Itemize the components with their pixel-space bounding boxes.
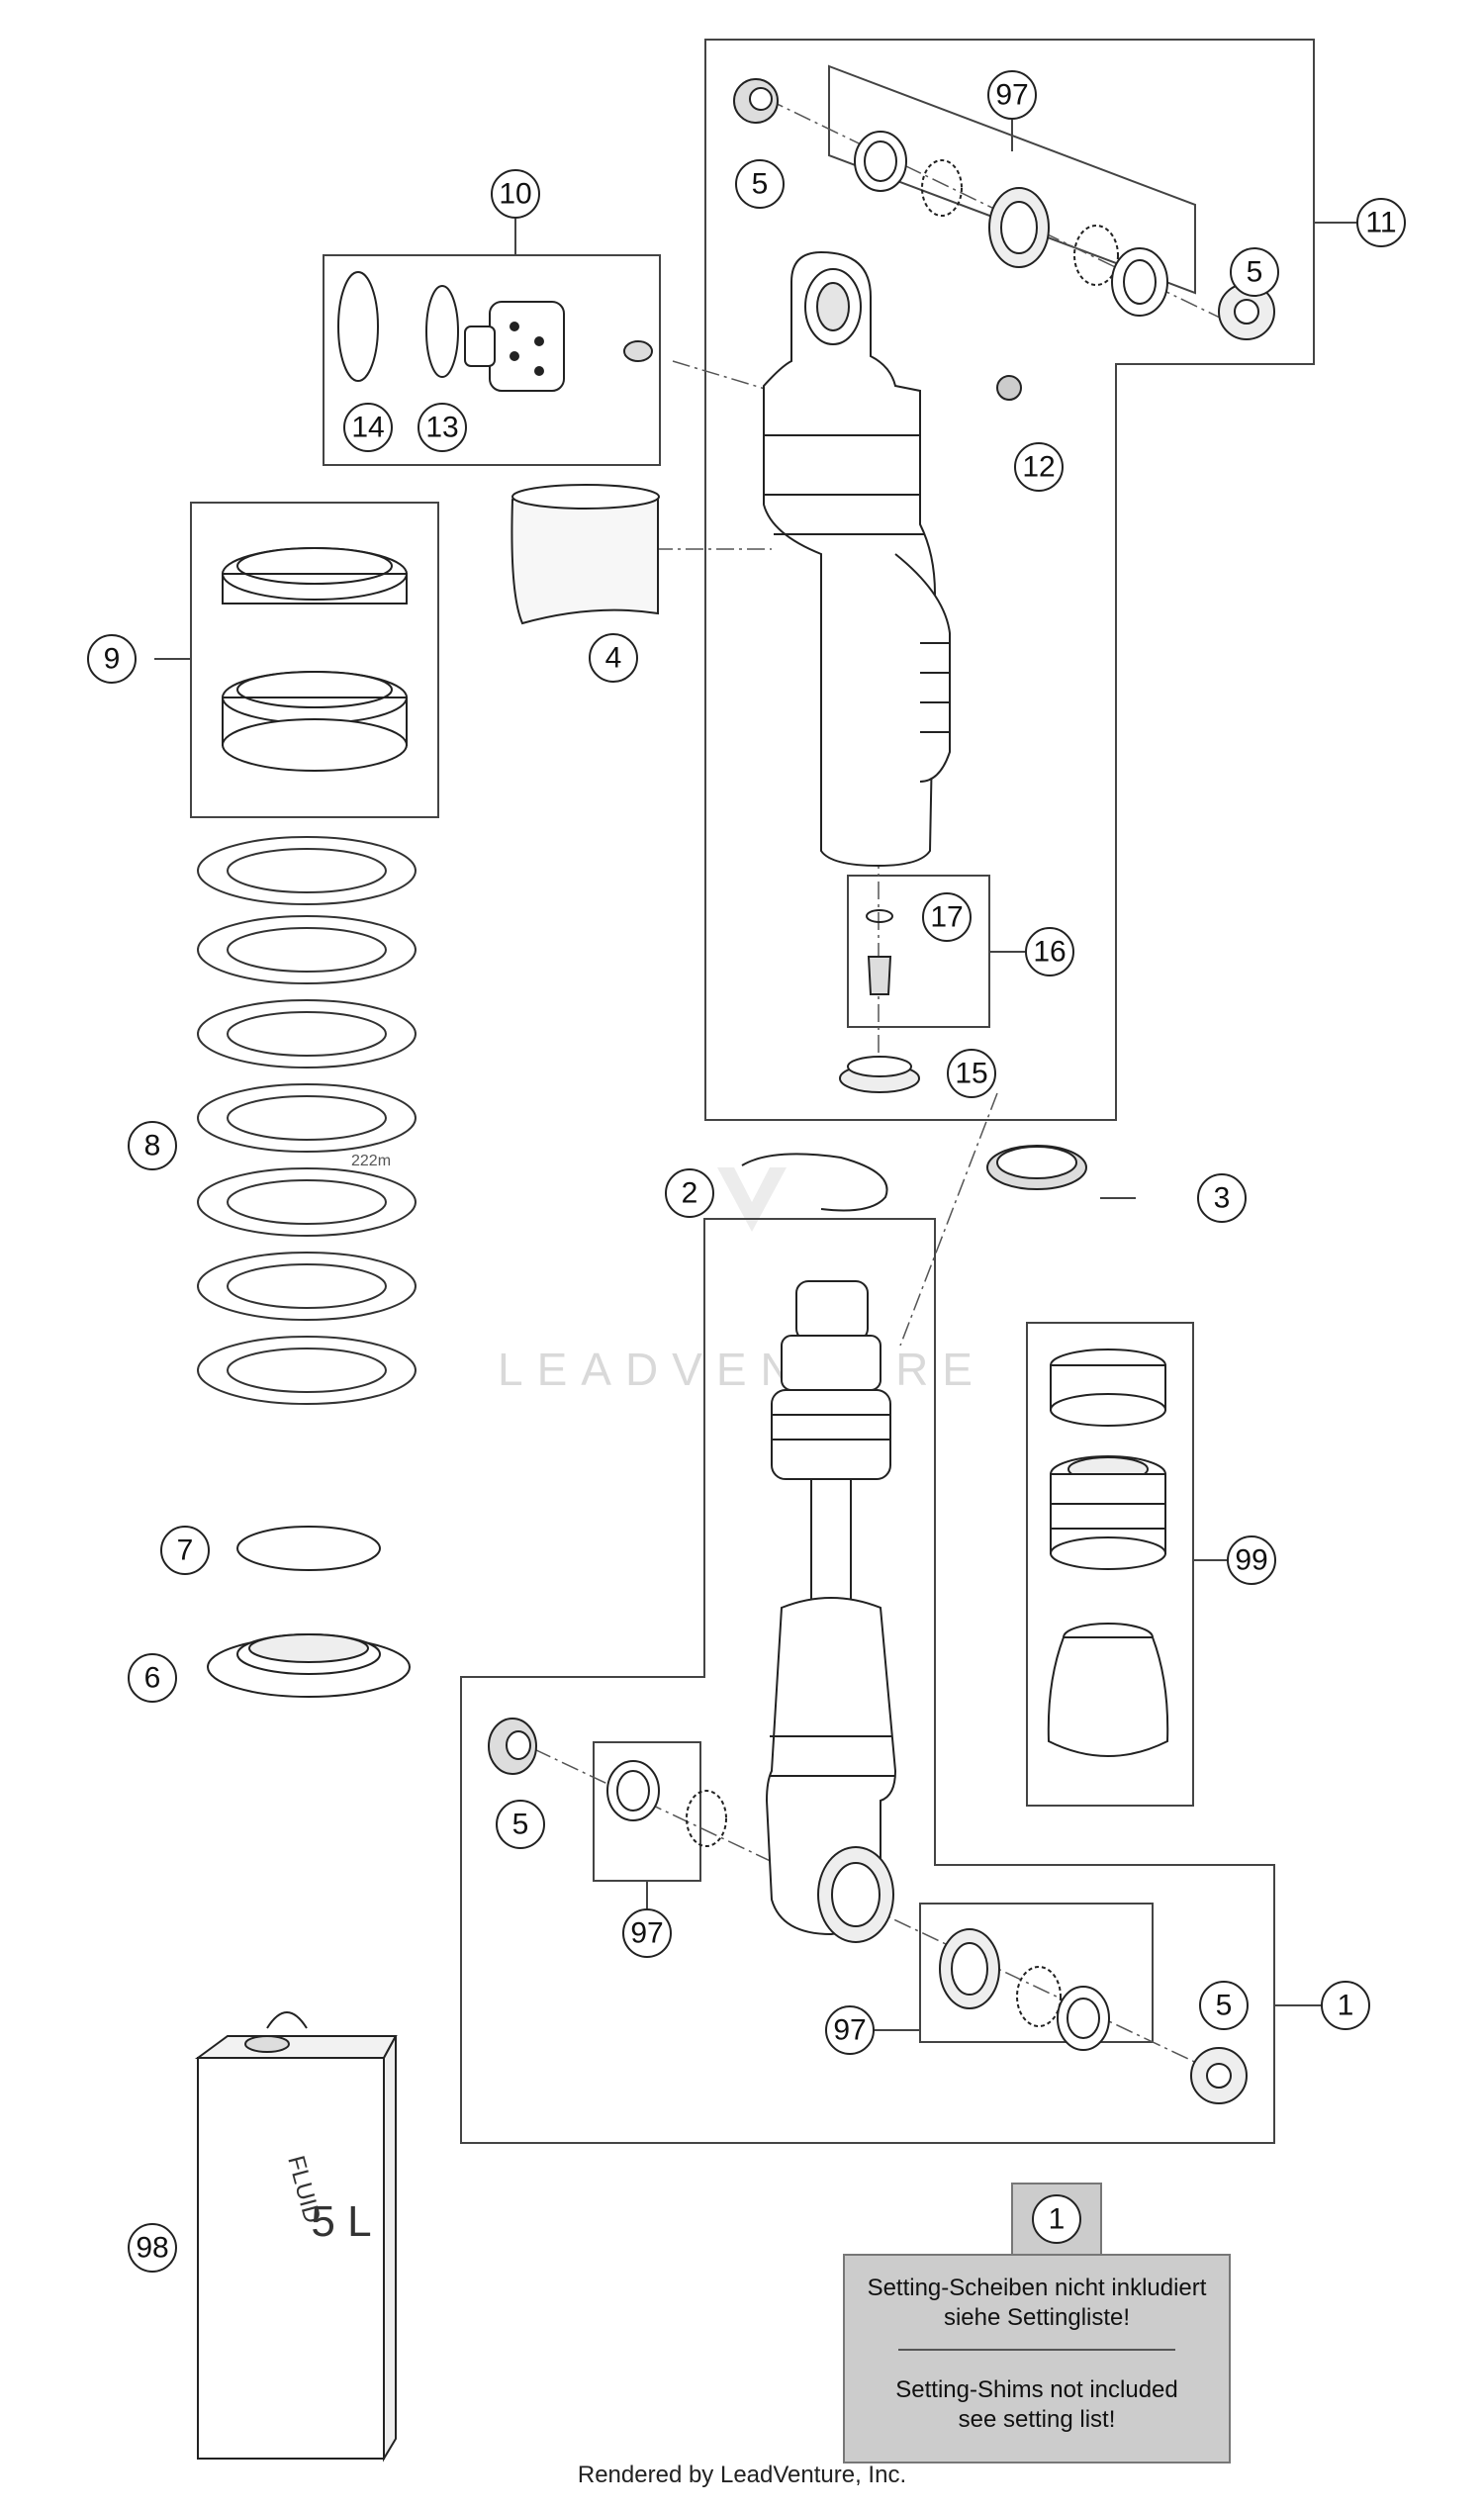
note-line-2: siehe Settingliste!: [944, 2304, 1130, 2331]
callout-5-top-left: 5: [735, 159, 785, 209]
callout-5-bottom-right: 5: [1199, 1981, 1249, 2030]
callout-97-bottom-left: 97: [622, 1908, 672, 1958]
callout-99: 99: [1227, 1535, 1276, 1585]
svg-text:97: 97: [833, 2014, 866, 2047]
note-line-3: Setting-Shims not included: [895, 2376, 1178, 2403]
callout-11: 11: [1356, 198, 1406, 247]
group-frame-99: [1026, 1322, 1194, 1807]
group-frame-10: [323, 254, 661, 466]
callout-15: 15: [947, 1049, 996, 1098]
group-frame-1: [460, 1218, 1275, 2144]
callout-5-bottom-left: 5: [496, 1800, 545, 1849]
setting-note: 1 Setting-Scheiben nicht inkludiert sieh…: [843, 2183, 1231, 2464]
callout-4: 4: [589, 633, 638, 683]
svg-text:7: 7: [177, 1534, 194, 1567]
svg-text:97: 97: [995, 79, 1028, 112]
note-line-1: Setting-Scheiben nicht inkludiert: [868, 2275, 1207, 2301]
svg-text:4: 4: [605, 642, 622, 675]
callout-98: 98: [128, 2223, 177, 2273]
watermark: LEADVENTURE: [498, 1167, 986, 1395]
callout-16: 16: [1025, 927, 1074, 976]
svg-text:3: 3: [1214, 1182, 1231, 1215]
callout-2: 2: [665, 1168, 714, 1218]
callout-97-top: 97: [987, 70, 1037, 120]
callout-3: 3: [1197, 1173, 1247, 1223]
group-frame-97-top: [828, 64, 1196, 295]
svg-text:15: 15: [955, 1058, 987, 1090]
svg-text:99: 99: [1235, 1544, 1267, 1577]
can-volume-label: 5 L: [311, 2197, 371, 2246]
svg-text:5: 5: [1247, 256, 1263, 289]
footer-credit: Rendered by LeadVenture, Inc.: [577, 2462, 907, 2488]
svg-text:5: 5: [752, 168, 769, 201]
svg-text:10: 10: [499, 178, 531, 211]
svg-text:8: 8: [144, 1130, 161, 1162]
svg-text:6: 6: [144, 1662, 161, 1695]
callout-8: 8: [128, 1121, 177, 1170]
svg-text:11: 11: [1365, 207, 1396, 239]
note-line-4: see setting list!: [959, 2406, 1116, 2433]
group-frame-11: [704, 39, 1315, 1121]
note-badge: 1: [1049, 2203, 1066, 2236]
svg-text:12: 12: [1022, 451, 1055, 484]
svg-text:5: 5: [1216, 1990, 1233, 2022]
callout-97-bottom-right: 97: [825, 2005, 875, 2055]
callout-9: 9: [87, 634, 137, 684]
callout-12: 12: [1014, 442, 1064, 492]
callout-1: 1: [1321, 1981, 1370, 2030]
group-frame-97-right: [919, 1903, 1154, 2043]
callout-13: 13: [417, 403, 467, 452]
svg-text:5: 5: [512, 1809, 529, 1841]
svg-text:97: 97: [630, 1917, 663, 1950]
parts-artwork: 222m: [194, 78, 1275, 2463]
callout-6: 6: [128, 1653, 177, 1703]
svg-text:98: 98: [136, 2232, 168, 2265]
callout-5-top-right: 5: [1230, 247, 1279, 297]
callout-17: 17: [922, 892, 972, 942]
spring-marking: 222m: [351, 1153, 391, 1169]
callout-10: 10: [491, 169, 540, 219]
callout-7: 7: [160, 1526, 210, 1575]
svg-text:17: 17: [930, 901, 963, 934]
callout-14: 14: [343, 403, 393, 452]
watermark-text: LEADVENTURE: [498, 1344, 986, 1395]
svg-text:13: 13: [425, 412, 458, 444]
svg-text:16: 16: [1033, 936, 1066, 969]
group-frame-16: [847, 875, 990, 1028]
svg-text:2: 2: [682, 1177, 698, 1210]
svg-text:9: 9: [104, 643, 121, 676]
svg-text:14: 14: [351, 412, 384, 444]
svg-text:1: 1: [1338, 1990, 1354, 2022]
